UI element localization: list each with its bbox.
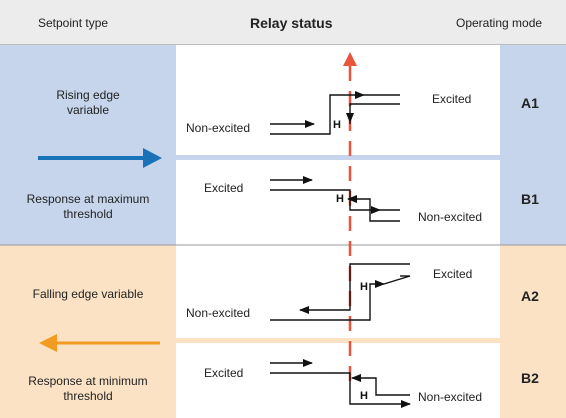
- a2-non-excited-label: Non-excited: [186, 306, 251, 320]
- a2-hysteresis: [270, 263, 411, 321]
- rising-left-panel: [0, 45, 176, 245]
- rising-edge-label: Rising edge variable: [56, 88, 120, 117]
- a1-hysteresis: [270, 91, 400, 135]
- b2-excited-label: Excited: [204, 366, 244, 380]
- mode-a2-code: A2: [521, 288, 539, 304]
- b1-h-label: H: [336, 193, 344, 205]
- b2-hysteresis: [270, 359, 411, 408]
- a1-non-excited-label: Non-excited: [186, 121, 251, 135]
- falling-separator-strip: [176, 338, 500, 343]
- mode-b1-code: B1: [521, 191, 539, 207]
- falling-left-panel: [0, 245, 176, 418]
- a2-h-label: H: [360, 281, 368, 293]
- falling-edge-label: Falling edge variable: [32, 287, 144, 301]
- b1-non-excited-label: Non-excited: [418, 210, 483, 224]
- a2-excited-label: Excited: [433, 267, 473, 281]
- rising-direction-arrow: [38, 148, 162, 168]
- relay-status-header: Relay status: [250, 15, 333, 31]
- header-bar: Setpoint type Relay status Operating mod…: [0, 0, 566, 45]
- mode-b2-code: B2: [521, 370, 539, 386]
- a1-h-label: H: [333, 119, 341, 131]
- falling-response-label: Response at minimum threshold: [28, 374, 148, 403]
- b2-h-label: H: [360, 390, 368, 402]
- operating-mode-header: Operating mode: [456, 16, 543, 30]
- falling-mode-panel: [500, 245, 566, 418]
- rising-response-label: Response at maximum threshold: [26, 192, 150, 221]
- setpoint-type-header: Setpoint type: [38, 16, 109, 30]
- b2-non-excited-label: Non-excited: [418, 390, 483, 404]
- threshold-line: [343, 52, 357, 386]
- a1-excited-label: Excited: [432, 92, 472, 106]
- rising-separator-strip: [176, 155, 500, 160]
- b1-excited-label: Excited: [204, 181, 244, 195]
- rising-mode-panel: [500, 45, 566, 245]
- falling-direction-arrow: [39, 334, 160, 352]
- mode-a1-code: A1: [521, 95, 539, 111]
- b1-hysteresis: [270, 176, 400, 222]
